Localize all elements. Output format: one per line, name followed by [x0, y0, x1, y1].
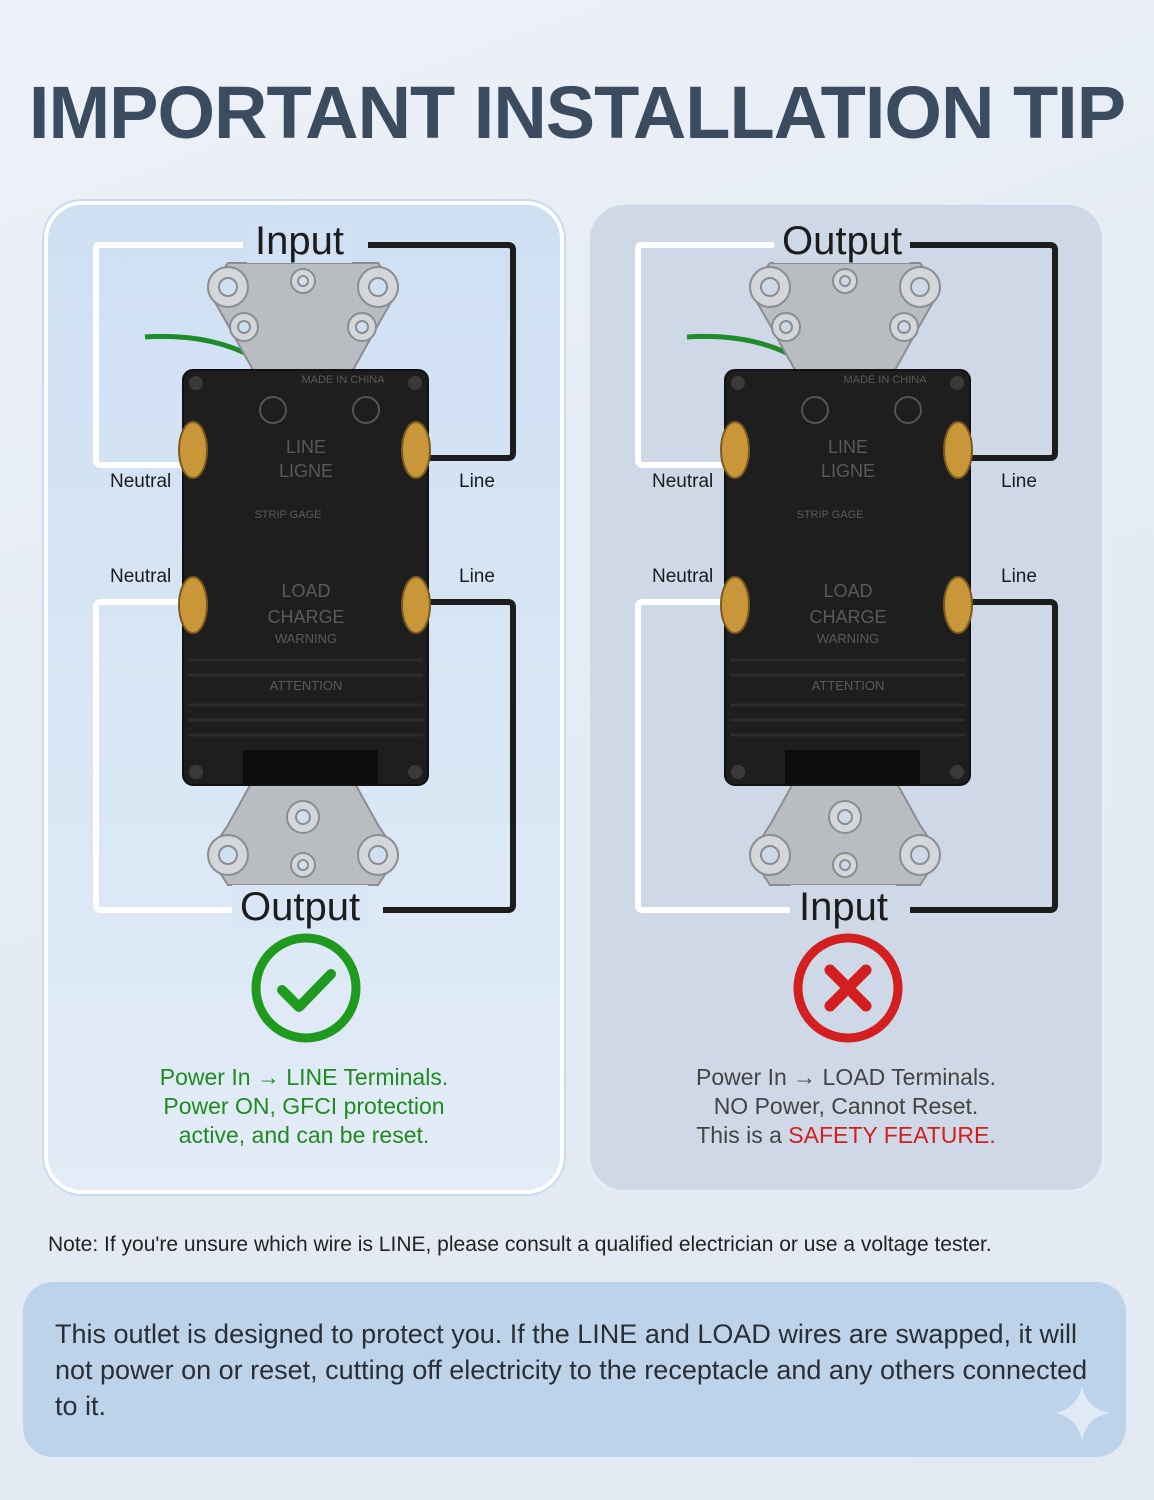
upper-line-label-incorrect: Line — [1001, 471, 1037, 492]
incorrect-wiring-panel: MADE IN CHINA LINE LIGNE STRIP GAGE LOAD… — [590, 205, 1102, 1190]
lower-neutral-label-incorrect: Neutral — [652, 566, 714, 587]
sparkle-icon — [1054, 1385, 1110, 1441]
lower-neutral-terminal — [178, 576, 208, 634]
output-label-incorrect: Output — [774, 219, 911, 263]
gfci-outlet-body — [182, 369, 429, 786]
lower-line-label: Line — [459, 566, 495, 587]
input-label-incorrect: Input — [791, 885, 896, 929]
incorrect-wiring-diagram: MADE IN CHINA LINE LIGNE STRIP GAGE LOAD… — [635, 242, 1058, 1043]
safety-feature-highlight: SAFETY FEATURE. — [788, 1122, 996, 1148]
lower-line-terminal — [401, 576, 431, 634]
output-label: Output — [232, 885, 369, 929]
svg-text:LINE: LINE — [828, 437, 868, 457]
lower-neutral-wire — [93, 599, 233, 913]
svg-text:LOAD: LOAD — [281, 581, 330, 601]
upper-neutral-label: Neutral — [110, 471, 172, 492]
correct-wiring-panel: MADE IN CHINA LINE LIGNE STRIP GAGE LOAD… — [48, 205, 560, 1190]
svg-text:LIGNE: LIGNE — [279, 461, 333, 481]
info-box: This outlet is designed to protect you. … — [23, 1282, 1126, 1457]
svg-text:MADE IN CHINA: MADE IN CHINA — [843, 374, 927, 386]
svg-text:CHARGE: CHARGE — [809, 607, 886, 627]
electrician-note: Note: If you're unsure which wire is LIN… — [48, 1233, 992, 1256]
bottom-mounting-strap — [206, 779, 400, 886]
upper-neutral-label-incorrect: Neutral — [652, 471, 714, 492]
svg-text:ATTENTION: ATTENTION — [270, 678, 343, 693]
lower-line-label-incorrect: Line — [1001, 566, 1037, 587]
lower-line-wire — [383, 599, 516, 913]
correct-wiring-diagram: MADE IN CHINA LINE LIGNE STRIP GAGE LOAD… — [93, 242, 516, 1043]
svg-text:LIGNE: LIGNE — [821, 461, 875, 481]
incorrect-wiring-message: Power In → LOAD Terminals. NO Power, Can… — [696, 1064, 996, 1148]
check-icon — [251, 933, 361, 1043]
upper-line-terminal — [401, 421, 431, 479]
svg-text:MADE IN CHINA: MADE IN CHINA — [301, 374, 385, 386]
svg-text:ATTENTION: ATTENTION — [812, 678, 885, 693]
page-title: IMPORTANT INSTALLATION TIP — [28, 71, 1126, 154]
x-icon — [793, 933, 903, 1043]
svg-text:STRIP GAGE: STRIP GAGE — [254, 509, 321, 521]
svg-text:CHARGE: CHARGE — [267, 607, 344, 627]
svg-text:LINE: LINE — [286, 437, 326, 457]
upper-line-wire — [368, 242, 516, 461]
svg-text:WARNING: WARNING — [817, 631, 879, 646]
upper-line-label: Line — [459, 471, 495, 492]
upper-neutral-wire — [93, 242, 243, 468]
info-text: This outlet is designed to protect you. … — [55, 1319, 1088, 1421]
upper-neutral-terminal — [178, 421, 208, 479]
svg-text:WARNING: WARNING — [275, 631, 337, 646]
svg-text:STRIP GAGE: STRIP GAGE — [796, 509, 863, 521]
svg-text:LOAD: LOAD — [823, 581, 872, 601]
input-label: Input — [247, 219, 352, 263]
top-mounting-strap — [206, 262, 400, 371]
lower-neutral-label: Neutral — [110, 566, 172, 587]
correct-wiring-message: Power In → LINE Terminals. Power ON, GFC… — [159, 1064, 449, 1148]
